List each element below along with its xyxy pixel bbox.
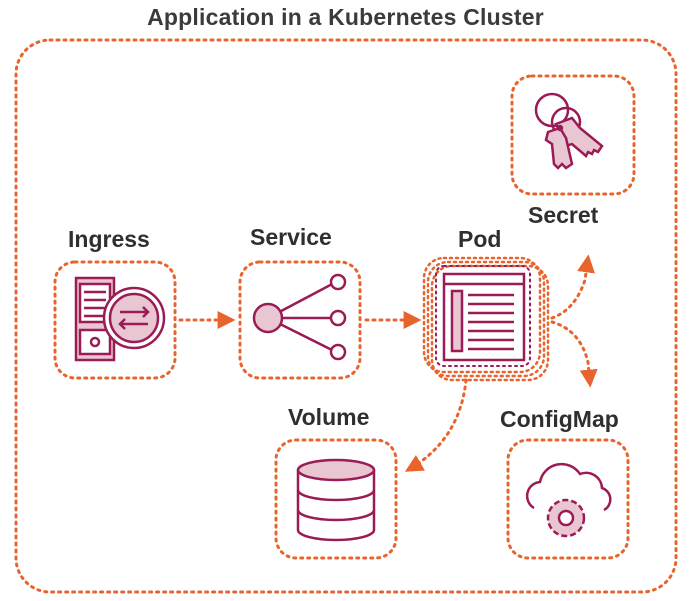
cluster-boundary — [14, 38, 678, 594]
cloud-gear-icon — [525, 462, 612, 538]
ingress-label: Ingress — [68, 226, 150, 252]
volume-node[interactable] — [274, 438, 398, 560]
service-fanout-icon — [252, 273, 347, 361]
ingress-node[interactable] — [53, 260, 177, 380]
service-node[interactable] — [238, 260, 362, 380]
pod-to-secret-arrow — [550, 254, 595, 320]
pod-to-volume-arrow — [404, 378, 468, 472]
service-label: Service — [250, 224, 332, 250]
volume-label: Volume — [288, 404, 370, 430]
connectors — [178, 254, 598, 472]
configmap-label: ConfigMap — [500, 406, 619, 432]
pod-node[interactable] — [422, 256, 550, 382]
diagram-title: Application in a Kubernetes Cluster — [147, 4, 544, 30]
keys-icon — [534, 92, 604, 170]
database-icon — [296, 458, 376, 542]
secret-label: Secret — [528, 202, 599, 228]
pod-label: Pod — [458, 226, 502, 252]
pod-to-configmap-arrow — [550, 320, 598, 388]
server-exchange-icon — [74, 276, 166, 362]
window-list-icon — [442, 272, 526, 362]
secret-node[interactable] — [510, 74, 636, 196]
configmap-node[interactable] — [506, 438, 630, 560]
